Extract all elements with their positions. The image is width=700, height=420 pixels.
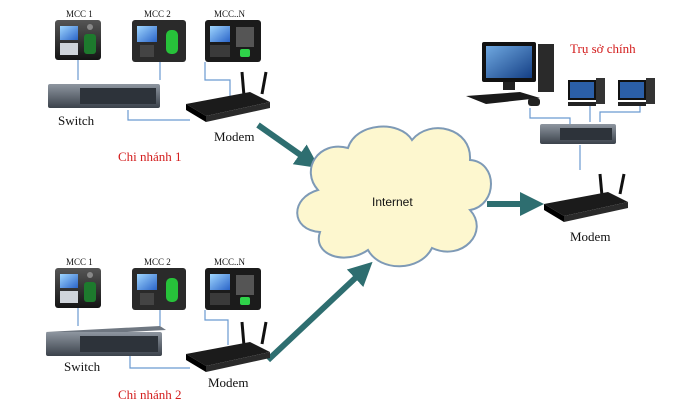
mccn-label-branch1: MCC..N — [214, 9, 246, 19]
internet-label: Internet — [372, 195, 413, 209]
fingerprint-terminal-icon — [205, 20, 261, 62]
network-switch-icon — [540, 124, 616, 144]
modem-label-branch1: Modem — [214, 129, 255, 144]
switch-label-branch2: Switch — [64, 359, 101, 374]
wireless-router-icon — [544, 173, 628, 222]
cable-hq-pc3 — [599, 106, 641, 122]
network-switch-icon — [48, 84, 160, 108]
mcc2-label-branch1: MCC 2 — [144, 9, 171, 19]
arrow-modem1-to-internet — [256, 122, 320, 169]
hq-label: Trụ sở chính — [570, 41, 636, 56]
wireless-router-icon — [186, 321, 270, 372]
hq-devices — [466, 42, 655, 222]
modem-label-branch2: Modem — [208, 375, 249, 390]
arrow-modem2-to-internet — [265, 261, 373, 363]
branch2-devices — [46, 268, 270, 372]
cable-hq-pc1 — [529, 108, 571, 124]
branch1-label: Chi nhánh 1 — [118, 149, 182, 164]
fingerprint-terminal-icon — [205, 268, 261, 310]
switch-label-branch1: Switch — [58, 113, 95, 128]
arrows — [256, 122, 544, 363]
wireless-router-icon — [186, 71, 270, 122]
desktop-computer-icon — [568, 78, 605, 106]
cable-b1-switch-modem — [127, 110, 190, 121]
branch1-devices — [48, 20, 270, 122]
desktop-computer-icon — [618, 78, 655, 106]
mcc2-label-branch2: MCC 2 — [144, 257, 171, 267]
cables — [77, 60, 641, 369]
network-switch-icon — [46, 326, 166, 356]
fingerprint-terminal-icon — [55, 20, 101, 60]
fingerprint-terminal-icon — [132, 268, 186, 310]
fingerprint-terminal-icon — [55, 268, 101, 308]
mcc1-label-branch2: MCC 1 — [66, 257, 93, 267]
branch2-label: Chi nhánh 2 — [118, 387, 182, 402]
cable-b2-mccn — [204, 310, 229, 345]
fingerprint-terminal-icon — [132, 20, 186, 62]
mcc1-label-branch1: MCC 1 — [66, 9, 93, 19]
desktop-computer-icon — [466, 42, 554, 106]
cable-b1-mccn — [204, 62, 231, 98]
internet-cloud-icon — [296, 125, 492, 268]
mccn-label-branch2: MCC..N — [214, 257, 246, 267]
modem-label-hq: Modem — [570, 229, 611, 244]
cable-b2-switch-modem — [129, 356, 190, 369]
